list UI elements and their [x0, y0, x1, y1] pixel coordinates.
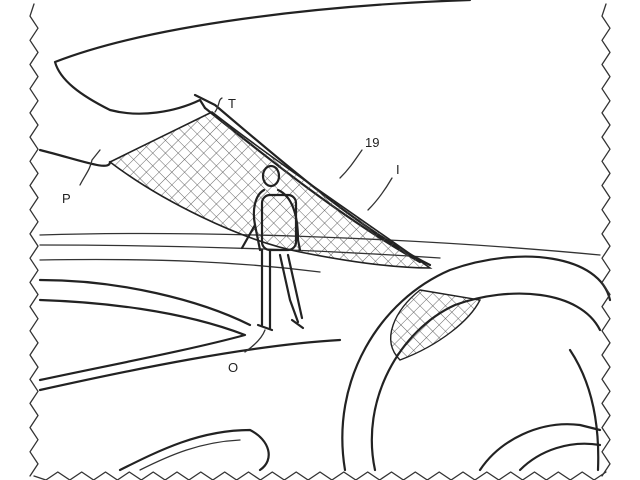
label-I: I — [396, 162, 400, 177]
display-region-hatched — [108, 111, 433, 269]
leader-lines — [79, 97, 393, 353]
lower-hatched-region — [390, 289, 482, 361]
right-break-line — [601, 3, 611, 477]
break-borders — [29, 3, 611, 480]
steering-wheel — [341, 255, 612, 472]
left-break-line — [29, 3, 39, 477]
roof-header — [53, 0, 472, 115]
bottom-break-line — [33, 471, 607, 480]
left-door — [38, 148, 342, 472]
label-T: T — [228, 96, 236, 111]
label-19: 19 — [365, 135, 379, 150]
pedestrian — [240, 164, 305, 332]
label-O: O — [228, 360, 238, 375]
label-P: P — [62, 191, 71, 206]
